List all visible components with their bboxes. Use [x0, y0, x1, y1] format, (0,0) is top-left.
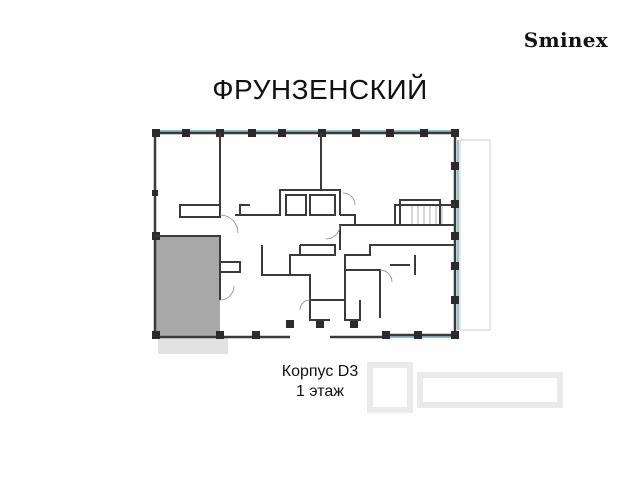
- floor-label: 1 этаж: [296, 383, 344, 400]
- brand-logo: Sminex: [523, 28, 608, 52]
- interior-walls: [155, 133, 455, 321]
- balcony-south-west: [158, 336, 228, 354]
- door-swings: [219, 192, 393, 311]
- floor-caption: Корпус D3 1 этаж: [0, 362, 640, 402]
- balcony-terraces: [158, 139, 491, 354]
- highlighted-apartment[interactable]: [155, 236, 220, 337]
- complex-title: ФРУНЗЕНСКИЙ: [212, 74, 428, 105]
- balcony-east: [459, 139, 491, 331]
- watermark-logo: [367, 362, 563, 413]
- building-label: Корпус D3: [281, 363, 359, 380]
- stairwell: [411, 206, 443, 224]
